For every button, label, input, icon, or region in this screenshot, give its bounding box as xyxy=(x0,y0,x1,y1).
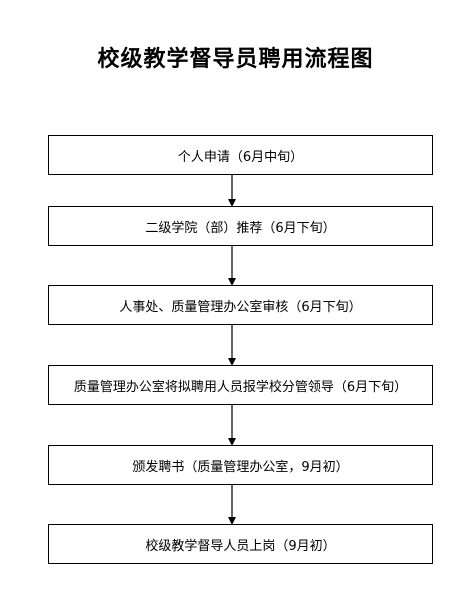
step-label: 质量管理办公室将拟聘用人员报学校分管领导（6月下旬） xyxy=(73,379,408,395)
step-college-recommendation: 二级学院（部）推荐（6月下旬） xyxy=(48,206,433,246)
step-label: 人事处、质量管理办公室审核（6月下旬） xyxy=(119,299,362,315)
step-label: 颁发聘书（质量管理办公室，9月初） xyxy=(132,459,349,475)
step-report-to-leadership: 质量管理办公室将拟聘用人员报学校分管领导（6月下旬） xyxy=(48,365,433,405)
flowchart-title: 校级教学督导员聘用流程图 xyxy=(97,46,374,72)
step-issue-appointment-letter: 颁发聘书（质量管理办公室，9月初） xyxy=(48,445,433,485)
step-hr-quality-review: 人事处、质量管理办公室审核（6月下旬） xyxy=(48,285,433,325)
step-label: 校级教学督导人员上岗（9月初） xyxy=(145,538,336,554)
step-personal-application: 个人申请（6月中旬） xyxy=(48,135,433,175)
step-label: 二级学院（部）推荐（6月下旬） xyxy=(145,220,336,236)
step-start-duty: 校级教学督导人员上岗（9月初） xyxy=(48,524,433,564)
step-label: 个人申请（6月中旬） xyxy=(177,149,304,165)
